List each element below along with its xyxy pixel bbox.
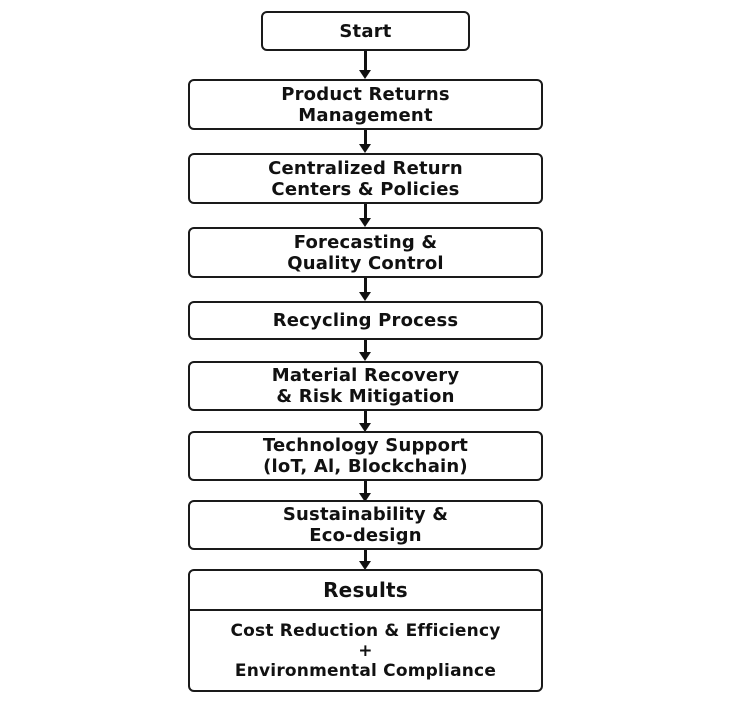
results-line-3: Environmental Compliance bbox=[234, 660, 497, 681]
results-node: Results Cost Reduction & Efficiency + En… bbox=[188, 569, 543, 692]
material-recovery-line-1: Material Recovery bbox=[271, 365, 460, 386]
results-title: Results bbox=[190, 571, 541, 611]
results-body: Cost Reduction & Efficiency + Environmen… bbox=[230, 611, 500, 690]
sustainability-line-2: Eco-design bbox=[309, 525, 422, 546]
product-returns-node: Product Returns Management bbox=[188, 79, 543, 130]
material-recovery-line-2: & Risk Mitigation bbox=[276, 386, 455, 407]
start-node: Start bbox=[261, 11, 470, 51]
recycling-node: Recycling Process bbox=[188, 301, 543, 340]
sustainability-line-1: Sustainability & bbox=[282, 504, 449, 525]
start-label: Start bbox=[339, 20, 392, 42]
recycling-label: Recycling Process bbox=[272, 310, 459, 331]
results-line-2: + bbox=[358, 640, 373, 661]
return-centers-line-2: Centers & Policies bbox=[271, 178, 460, 200]
results-line-1: Cost Reduction & Efficiency bbox=[230, 620, 501, 641]
product-returns-line-1: Product Returns bbox=[281, 83, 450, 105]
technology-support-line-1: Technology Support bbox=[262, 435, 469, 456]
return-centers-node: Centralized Return Centers & Policies bbox=[188, 153, 543, 204]
technology-support-line-2: (loT, Al, Blockchain) bbox=[263, 456, 468, 477]
sustainability-node: Sustainability & Eco-design bbox=[188, 500, 543, 550]
forecasting-line-1: Forecasting & bbox=[293, 231, 438, 253]
material-recovery-node: Material Recovery & Risk Mitigation bbox=[188, 361, 543, 411]
technology-support-node: Technology Support (loT, Al, Blockchain) bbox=[188, 431, 543, 481]
forecasting-line-2: Quality Control bbox=[287, 252, 444, 274]
product-returns-line-2: Management bbox=[298, 104, 433, 126]
forecasting-node: Forecasting & Quality Control bbox=[188, 227, 543, 278]
return-centers-line-1: Centralized Return bbox=[268, 157, 463, 179]
